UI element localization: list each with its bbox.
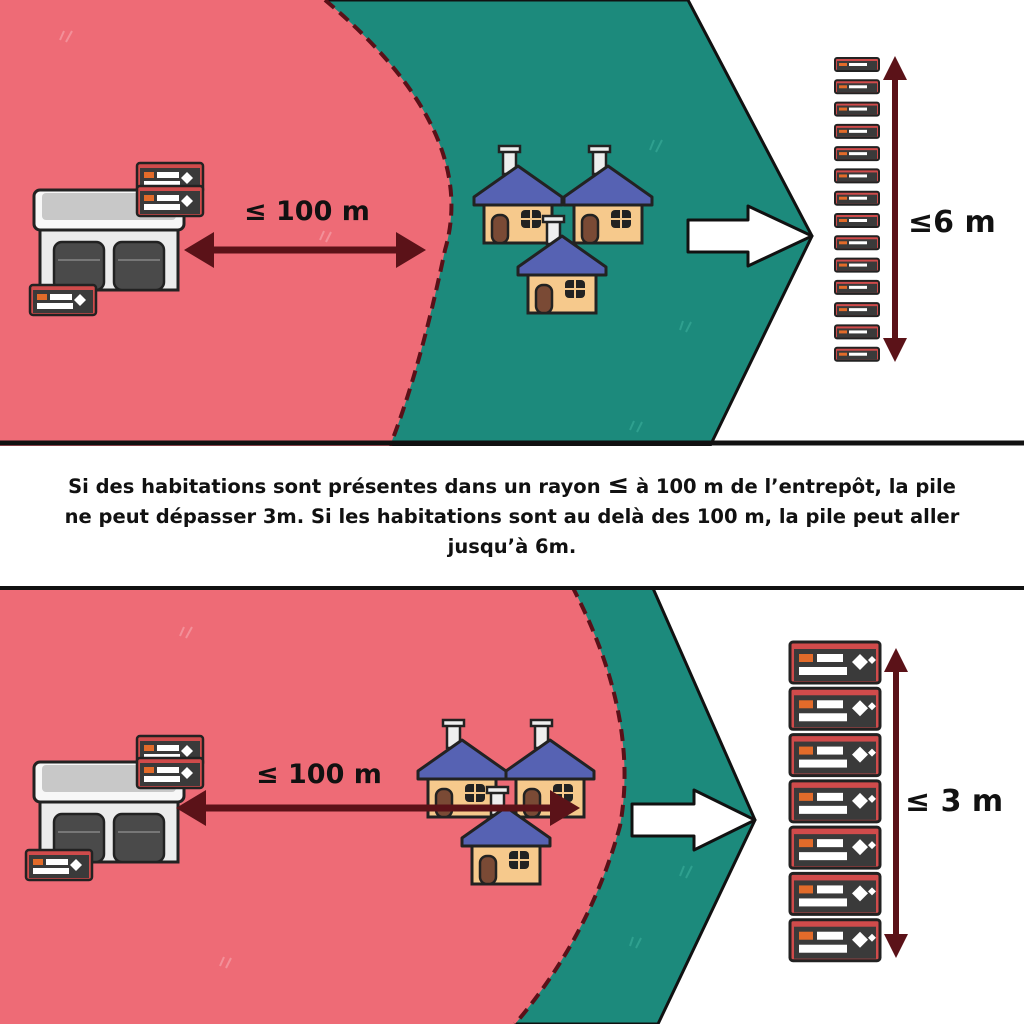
distance-arrow-left-head [176,790,206,826]
stacked-crate [834,213,880,228]
height-arrow-top-head [884,648,908,672]
caption-part1: Si des habitations sont présentes dans u… [68,475,608,498]
height-arrow-top-head [883,56,907,80]
radius-boundary [323,0,454,446]
grass-tufts [629,139,692,433]
stacked-crate [834,190,880,206]
stacked-crate [834,235,880,251]
stacked-crate [788,640,882,685]
grass-tufts [629,865,693,949]
distance-arrow-right-head [396,232,426,268]
bottom-panel: ≤ 100 m ≤ 3 m [0,586,1024,1024]
stacked-crate [788,871,882,916]
stacked-crate [788,733,882,778]
direction-arrow-icon [630,788,757,852]
top-panel-scene [0,0,1024,446]
radius-boundary [513,586,627,1024]
distance-label: ≤ 100 m [244,196,370,227]
stacked-crate [834,279,880,295]
stacked-crate [834,146,880,162]
pink-grass [59,30,332,243]
height-arrow-bottom-head [884,934,908,958]
height-label: ≤6 m [908,205,996,240]
inner-zone [0,0,452,446]
stacked-crate [834,302,880,318]
stacked-crate [788,686,882,731]
distance-arrow-left-head [184,232,214,268]
distance-arrow-right-head [550,790,580,826]
stacked-crate [788,779,882,824]
stacked-crate [834,123,880,139]
stacked-crate [834,324,880,340]
direction-arrow-icon [686,204,814,268]
top-panel: ≤ 100 m ≤6 m [0,0,1024,446]
crate-stack [788,640,882,963]
pink-grass [179,626,232,969]
stacked-crate [834,101,880,117]
crate-icon [24,848,94,882]
height-arrow-bottom-head [883,338,907,362]
crate-icon [135,756,205,790]
stacked-crate [834,346,880,362]
distance-label: ≤ 100 m [256,759,382,790]
crate-icon [28,283,98,317]
height-label: ≤ 3 m [905,784,1004,819]
bottom-panel-scene [0,586,1024,1024]
caption: Si des habitations sont présentes dans u… [60,470,964,562]
stacked-crate [834,57,880,72]
stacked-crate [834,79,880,95]
stacked-crate [834,257,880,273]
stacked-crate [788,825,882,870]
stacked-crate [834,168,880,184]
caption-part2: à 100 m de l’entrepôt, la pile ne peut d… [64,475,960,558]
crate-icon [135,184,205,218]
caption-symbol: ≤ [607,470,630,500]
stacked-crate [788,918,882,963]
crate-stack [834,57,880,362]
